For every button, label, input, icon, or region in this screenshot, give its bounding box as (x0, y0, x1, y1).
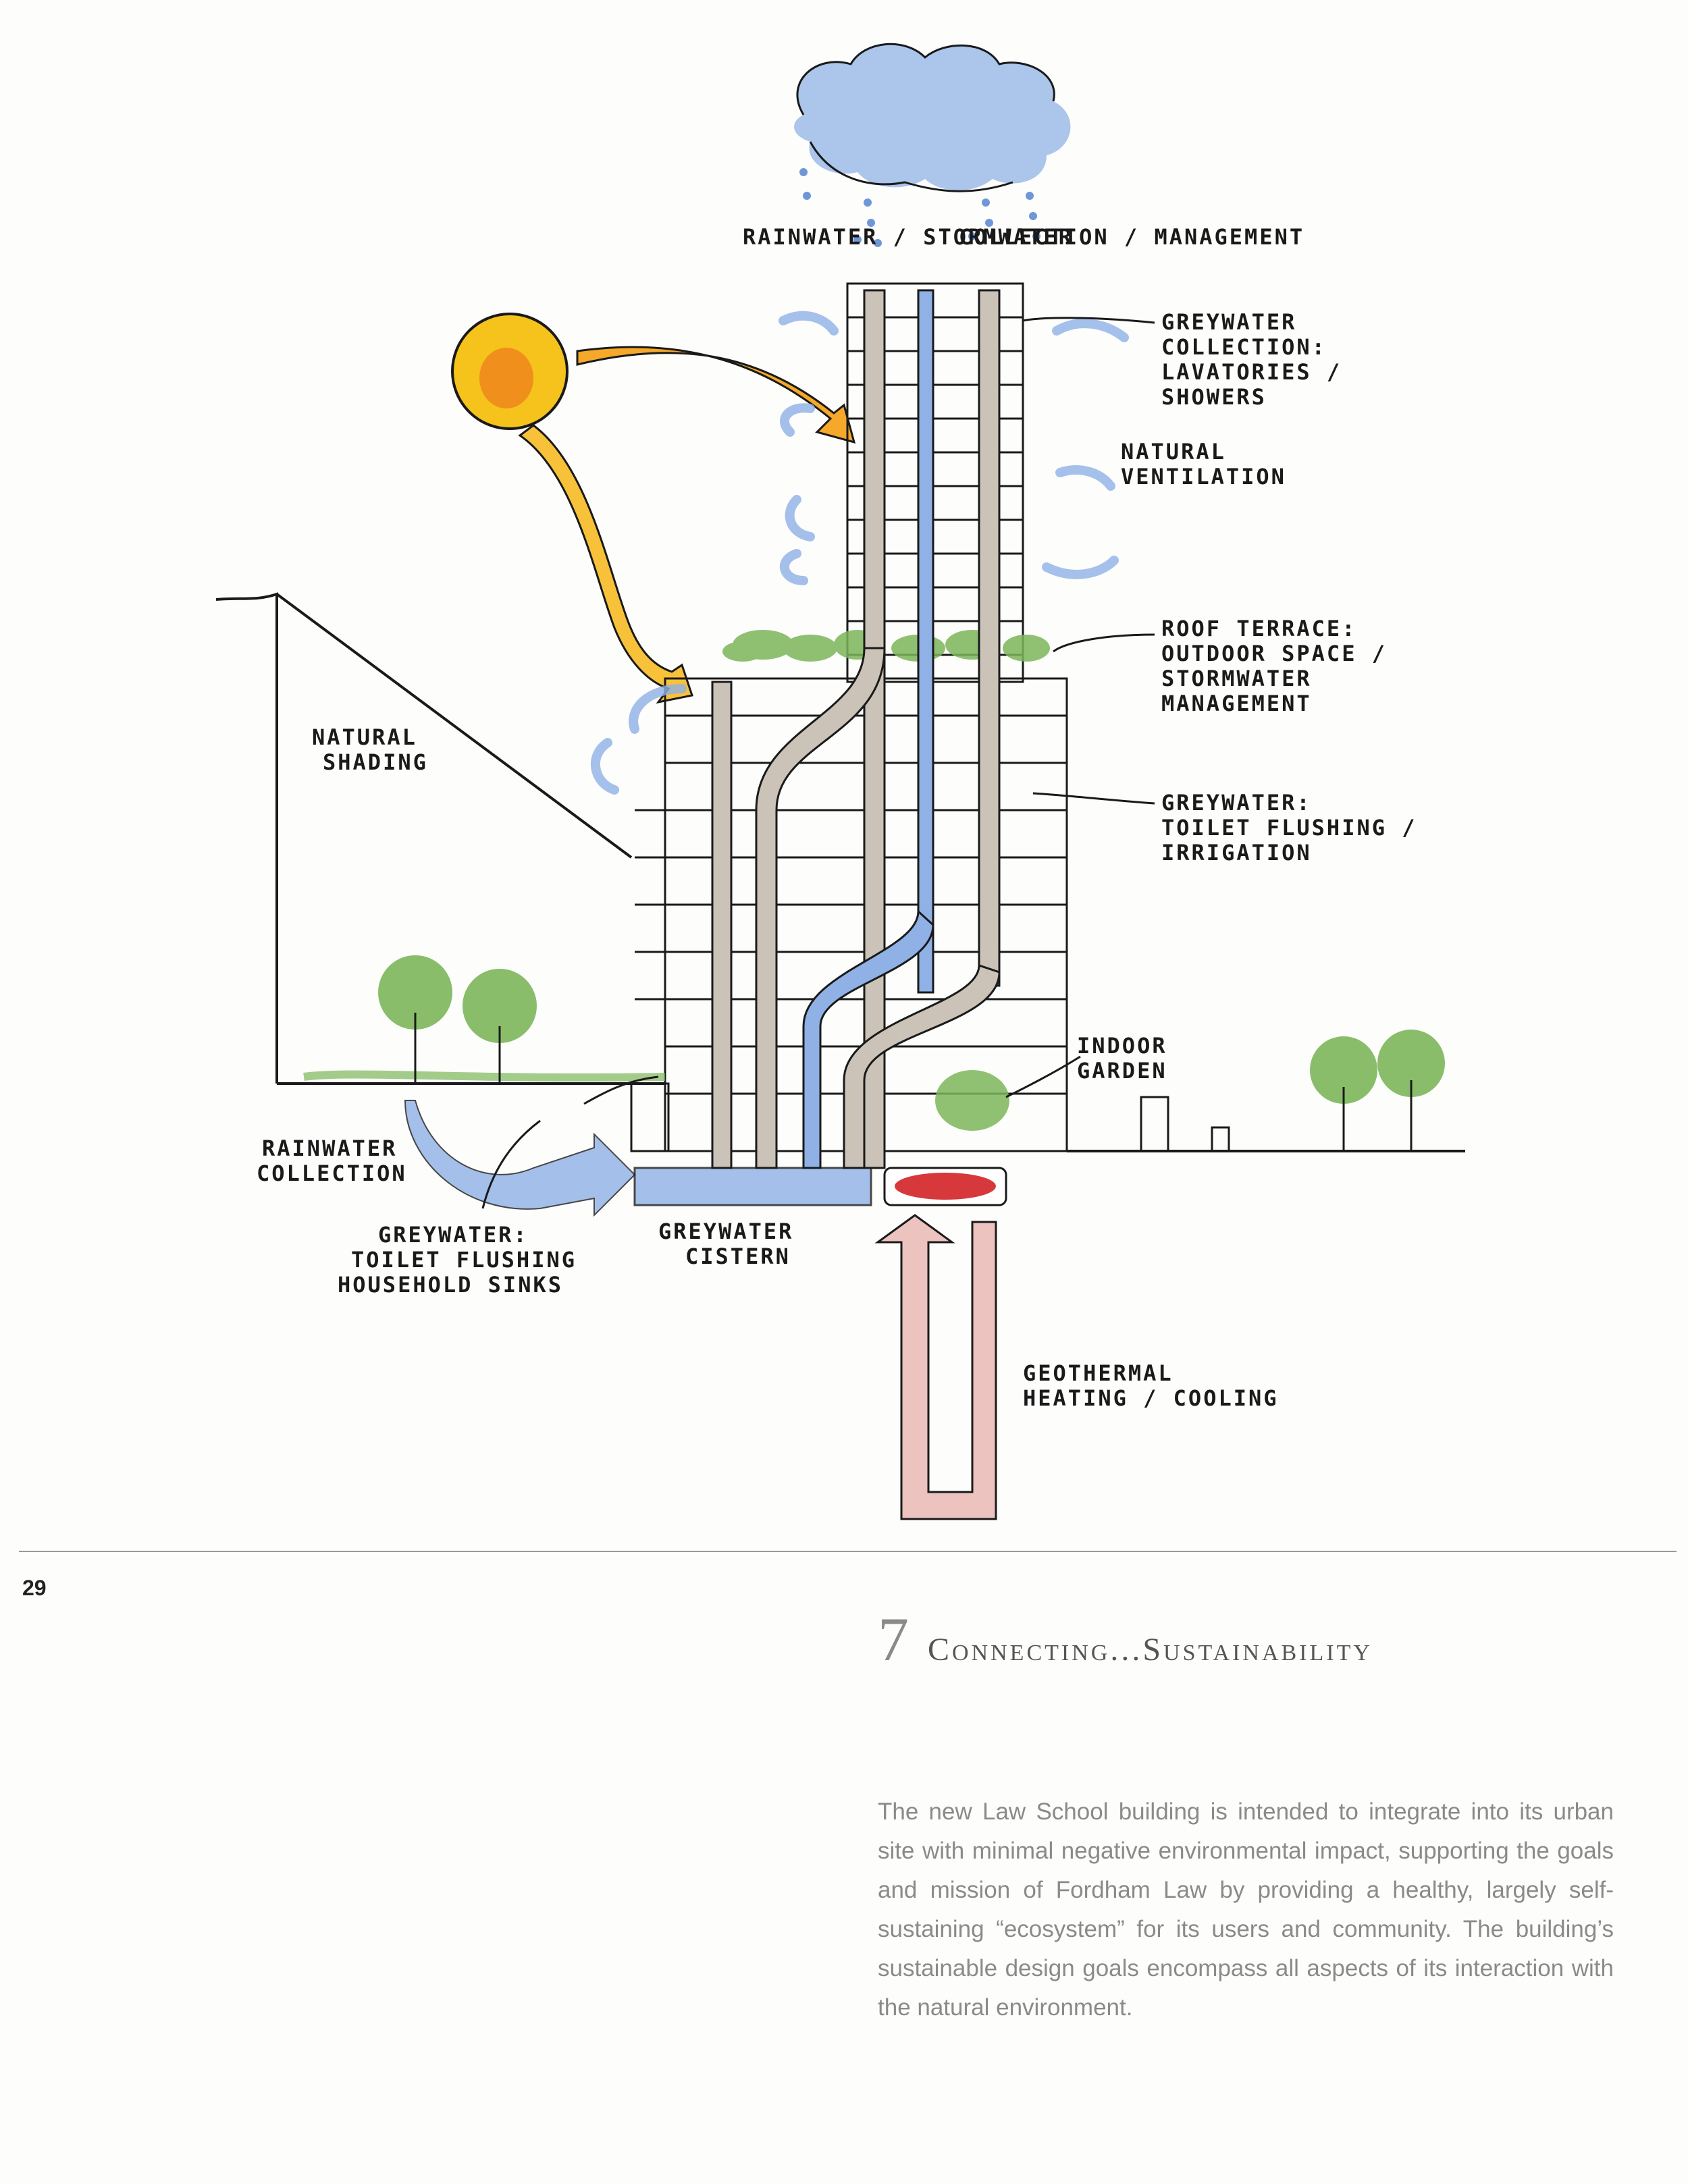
label-collection: COLLECTION / MANAGEMENT (959, 224, 1304, 250)
label-greywater-collection-1: GREYWATER (1161, 309, 1296, 335)
street-furniture (1140, 1096, 1230, 1151)
label-greywater-sinks-2: TOILET FLUSHING (351, 1247, 577, 1273)
label-greywater-cistern-2: CISTERN (685, 1244, 791, 1269)
label-rainwater: RAINWATER / STORMWATER (743, 224, 1074, 250)
label-roof-terrace-2: OUTDOOR SPACE / (1161, 641, 1387, 666)
label-natural-shading-2: SHADING (323, 749, 428, 775)
label-roof-terrace-1: ROOF TERRACE: (1161, 616, 1356, 641)
label-greywater-sinks-3: HOUSEHOLD SINKS (338, 1272, 563, 1298)
rainwater-collection-basin (404, 1100, 636, 1217)
label-greywater-collection-3: LAVATORIES / (1161, 359, 1342, 385)
greywater-cistern (633, 1167, 872, 1206)
label-indoor-garden-2: GARDEN (1077, 1058, 1167, 1084)
label-greywater-collection-2: COLLECTION: (1161, 334, 1327, 360)
label-greywater-toilet-3: IRRIGATION (1161, 840, 1312, 865)
lawn (303, 1070, 666, 1082)
label-rainwater-collection-2: COLLECTION (257, 1161, 407, 1186)
label-roof-terrace-4: MANAGEMENT (1161, 691, 1312, 716)
label-natural-ventilation-1: NATURAL (1121, 439, 1226, 464)
ground (215, 592, 1465, 1152)
label-geothermal-1: GEOTHERMAL (1023, 1360, 1173, 1386)
solar-arrows (518, 346, 856, 704)
section-number: 7 (878, 1605, 909, 1674)
section-title: Connecting...Sustainability (928, 1632, 1373, 1668)
indoor-garden (935, 1070, 1009, 1131)
section-heading: 7 Connecting...Sustainability (878, 1603, 1373, 1675)
label-greywater-collection-4: SHOWERS (1161, 384, 1267, 410)
label-greywater-sinks-1: GREYWATER: (378, 1222, 529, 1248)
diagram-labels: RAINWATER / STORMWATER COLLECTION / MANA… (257, 224, 1417, 1411)
trees-right (1310, 1030, 1445, 1151)
label-rainwater-collection-1: RAINWATER (262, 1136, 397, 1161)
label-natural-ventilation-2: VENTILATION (1121, 464, 1286, 489)
rain-drops (799, 168, 1040, 247)
page-number: 29 (22, 1576, 47, 1600)
sustainability-diagram: RAINWATER / STORMWATER COLLECTION / MANA… (215, 43, 1465, 1520)
leader-lines (481, 317, 1155, 1209)
ventilation-arrows (591, 311, 1129, 795)
label-natural-shading-1: NATURAL (312, 724, 417, 750)
roof-terrace-plants (722, 630, 1050, 662)
sun (451, 313, 569, 430)
greywater-pipes (711, 289, 1001, 1169)
label-greywater-cistern-1: GREYWATER (658, 1219, 793, 1244)
label-greywater-toilet-2: TOILET FLUSHING / (1161, 815, 1417, 841)
label-indoor-garden-1: INDOOR (1077, 1033, 1167, 1059)
rain-cloud (794, 43, 1071, 192)
page-divider (19, 1551, 1677, 1552)
label-roof-terrace-3: STORMWATER (1161, 666, 1312, 691)
geothermal-exchanger (874, 1167, 1007, 1520)
trees-left (378, 955, 537, 1084)
label-geothermal-2: HEATING / COOLING (1023, 1385, 1279, 1411)
label-greywater-toilet-1: GREYWATER: (1161, 790, 1312, 816)
body-paragraph: The new Law School building is intended … (878, 1799, 1614, 2021)
